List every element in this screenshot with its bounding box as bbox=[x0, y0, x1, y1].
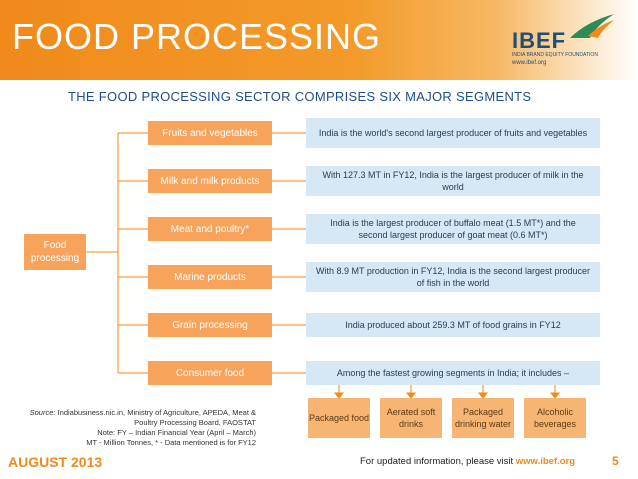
logo-subtitle: INDIA BRAND EQUITY FOUNDATION bbox=[512, 52, 598, 58]
footer-url-link[interactable]: www.ibef.org bbox=[515, 456, 576, 467]
segment-meat-poultry: Meat and poultry* bbox=[148, 217, 272, 241]
segment-consumer-food: Consumer food bbox=[148, 361, 272, 385]
page-number: 5 bbox=[612, 454, 619, 468]
footer-info: For updated information, please visit ww… bbox=[360, 456, 575, 467]
header-banner: FOOD PROCESSING IBEF INDIA BRAND EQUITY … bbox=[0, 0, 638, 80]
logo-text: IBEF bbox=[512, 28, 567, 53]
consumer-item-drinking-water: Packaged drinking water bbox=[452, 398, 514, 438]
consumer-item-alcoholic-beverages: Alcoholic beverages bbox=[524, 398, 586, 438]
segment-fruits-vegetables: Fruits and vegetables bbox=[148, 121, 272, 145]
segment-grain-processing: Grain processing bbox=[148, 313, 272, 337]
source-text: Indiabusiness.nic.in, Ministry of Agricu… bbox=[55, 408, 256, 427]
root-food-processing: Food processing bbox=[24, 234, 86, 270]
segment-milk-products: Milk and milk products bbox=[148, 169, 272, 193]
desc-fruits-vegetables: India is the world's second largest prod… bbox=[306, 118, 600, 148]
desc-milk-products: With 127.3 MT in FY12, India is the larg… bbox=[306, 166, 600, 196]
bird-logo-icon bbox=[570, 14, 614, 38]
desc-meat-poultry: India is the largest producer of buffalo… bbox=[306, 214, 600, 244]
source-note: Source: Indiabusiness.nic.in, Ministry o… bbox=[10, 408, 256, 448]
units-legend: MT - Million Tonnes, * - Data mentioned … bbox=[86, 438, 256, 447]
page-title: FOOD PROCESSING bbox=[12, 16, 382, 57]
segment-marine-products: Marine products bbox=[148, 265, 272, 289]
section-subtitle: THE FOOD PROCESSING SECTOR COMPRISES SIX… bbox=[68, 89, 532, 104]
footer-info-text: For updated information, please visit bbox=[360, 456, 516, 467]
consumer-item-packaged-food: Packaged food bbox=[308, 398, 370, 438]
ibef-logo[interactable]: IBEF INDIA BRAND EQUITY FOUNDATION www.i… bbox=[506, 12, 626, 74]
logo-url: www.ibef.org bbox=[512, 60, 547, 66]
desc-grain-processing: India produced about 259.3 MT of food gr… bbox=[306, 313, 600, 337]
consumer-item-aerated-drinks: Aerated soft drinks bbox=[380, 398, 442, 438]
desc-marine-products: With 8.9 MT production in FY12, India is… bbox=[306, 262, 600, 292]
footer-date: AUGUST 2013 bbox=[8, 454, 103, 470]
source-prefix: Source: bbox=[29, 408, 56, 417]
desc-consumer-food: Among the fastest growing segments in In… bbox=[306, 361, 600, 385]
fy-note: Note: FY – Indian Financial Year (April … bbox=[97, 428, 256, 437]
